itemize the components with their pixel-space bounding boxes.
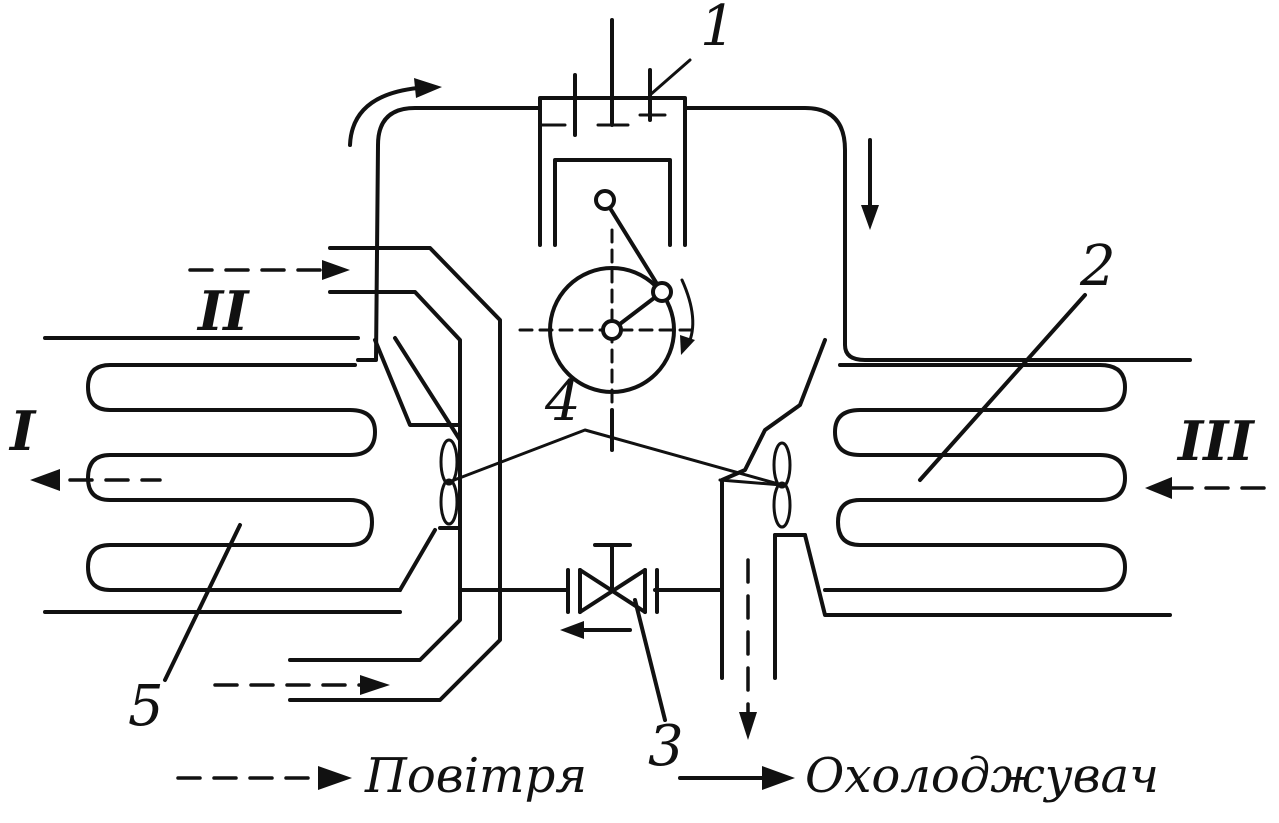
label-valve: 3	[648, 714, 684, 779]
label-evaporator: 5	[128, 674, 164, 739]
label-compressor: 1	[700, 0, 736, 59]
top-circuit-pipe	[43, 106, 1192, 362]
legend: Повітря Охолоджувач	[176, 748, 1159, 804]
legend-coolant: Охолоджувач	[805, 748, 1159, 804]
flow-arrows	[30, 78, 1267, 740]
label-stream-1: I	[8, 399, 37, 463]
left-coil	[43, 363, 402, 614]
compressor	[518, 18, 702, 422]
expansion-valve	[458, 543, 724, 722]
leader-lines	[163, 293, 1087, 682]
label-fans: 4	[544, 369, 581, 434]
legend-air: Повітря	[364, 748, 587, 804]
label-stream-2: II	[196, 279, 250, 343]
label-stream-3: III	[1176, 409, 1256, 473]
central-housing	[288, 246, 827, 702]
fans-and-shaft	[439, 428, 792, 529]
right-coil	[773, 363, 1172, 680]
label-condenser: 2	[1079, 234, 1116, 299]
